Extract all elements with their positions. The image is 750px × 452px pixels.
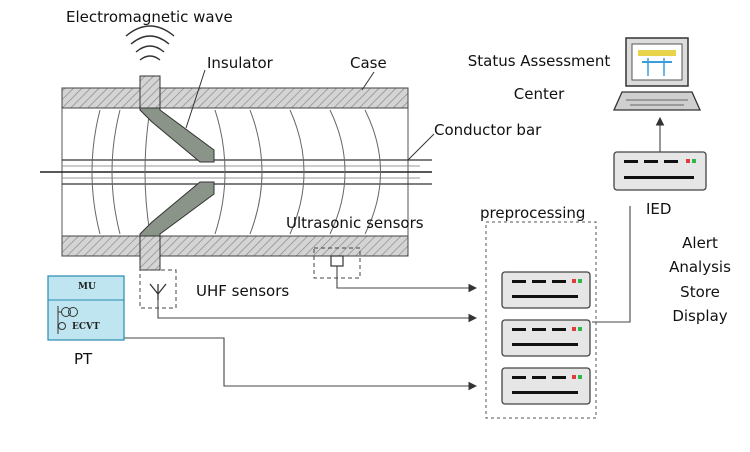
signal-lines [124,116,665,391]
uhf-sensors-label: UHF sensors [196,282,290,300]
leader-lines [185,69,435,161]
ultrasonic-sensors-label: Ultrasonic sensors [286,214,424,232]
case-label: Case [350,54,387,72]
emission-arcs [125,25,175,61]
status-assessment-label-line1: Status Assessment [467,52,611,70]
ied-function-analysis: Analysis [669,258,731,276]
ied-label: IED [646,200,672,218]
preprocessing-device-1 [501,271,591,309]
preprocessing-label: preprocessing [480,204,586,222]
ied-function-store: Store [680,283,720,301]
ied-device [613,151,707,191]
electromagnetic-wave-label: Electromagnetic wave [66,8,233,26]
mu-label: MU [78,282,96,292]
preprocessing-frame [485,221,597,419]
preprocessing-device-3 [501,367,591,405]
insulator-label: Insulator [207,54,273,72]
conductor-bar [40,159,432,185]
monitor-icon [612,37,702,111]
wave-arcs [91,109,381,235]
status-assessment-label-line2: Center [513,85,565,103]
insulator [139,75,215,271]
ied-function-alert: Alert [682,234,718,252]
pt-label: PT [74,350,93,368]
ecvt-label: ECVT [72,322,100,332]
pt-mu-box [47,275,125,341]
ied-function-display: Display [672,307,728,325]
preprocessing-device-2 [501,319,591,357]
conductor-bar-label: Conductor bar [434,121,542,139]
